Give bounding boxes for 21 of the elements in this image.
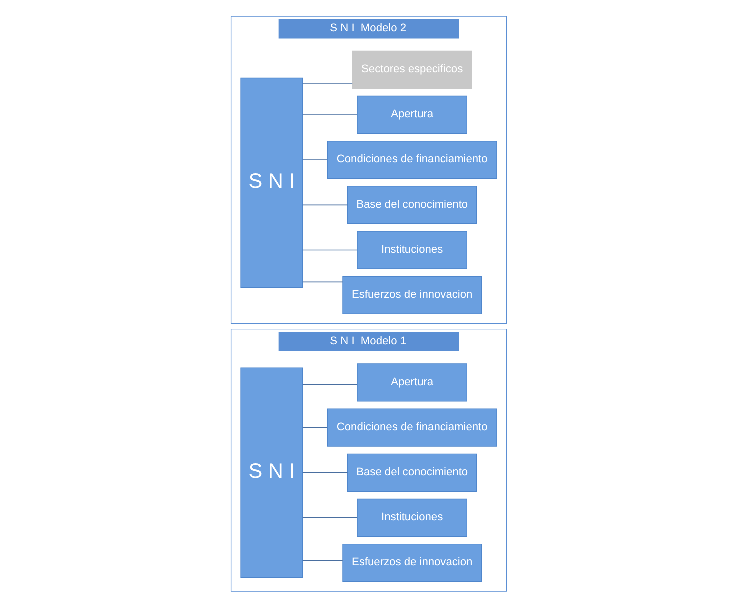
connector (302, 204, 348, 206)
node-box: S N I (240, 78, 304, 288)
connector (302, 250, 358, 251)
connector (302, 427, 328, 428)
node-box: Condiciones de financiamiento (327, 141, 498, 180)
node-box: Instituciones (357, 498, 468, 538)
node-box: Esfuerzos de innovacion (342, 544, 482, 582)
connector (302, 83, 353, 84)
node-box: Esfuerzos de innovacion (342, 276, 482, 314)
node-box: S N I (240, 368, 304, 578)
connector (302, 472, 348, 474)
node-box: Instituciones (357, 231, 468, 270)
node-box: Base del conocimiento (348, 186, 478, 224)
node-box: Apertura (357, 96, 468, 134)
connector (302, 560, 344, 562)
connector (302, 384, 358, 386)
connector (302, 282, 344, 283)
node-box: Apertura (357, 364, 468, 402)
node-box: Condiciones de financiamiento (327, 408, 498, 447)
node-box: Base del conocimiento (348, 454, 478, 492)
connector (302, 114, 358, 116)
